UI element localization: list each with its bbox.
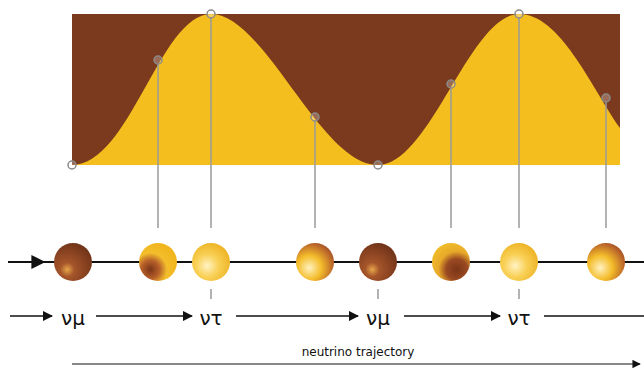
flavor-label: ντ (504, 307, 533, 329)
curve-markers (68, 10, 610, 169)
flavor-label: νμ (363, 307, 393, 329)
neutrino-balls (54, 243, 625, 281)
flavor-arrows (10, 315, 644, 317)
flavor-label: ντ (196, 307, 225, 329)
trajectory-line (8, 261, 44, 263)
trajectory-arrow (72, 363, 640, 364)
tick-marks (211, 289, 519, 299)
probability-curve (72, 14, 620, 165)
trajectory-line (44, 261, 644, 263)
flavor-label: νμ (58, 307, 88, 329)
axis-label: neutrino trajectory (299, 346, 418, 359)
leader-lines (158, 18, 606, 228)
brown-band (72, 14, 620, 165)
